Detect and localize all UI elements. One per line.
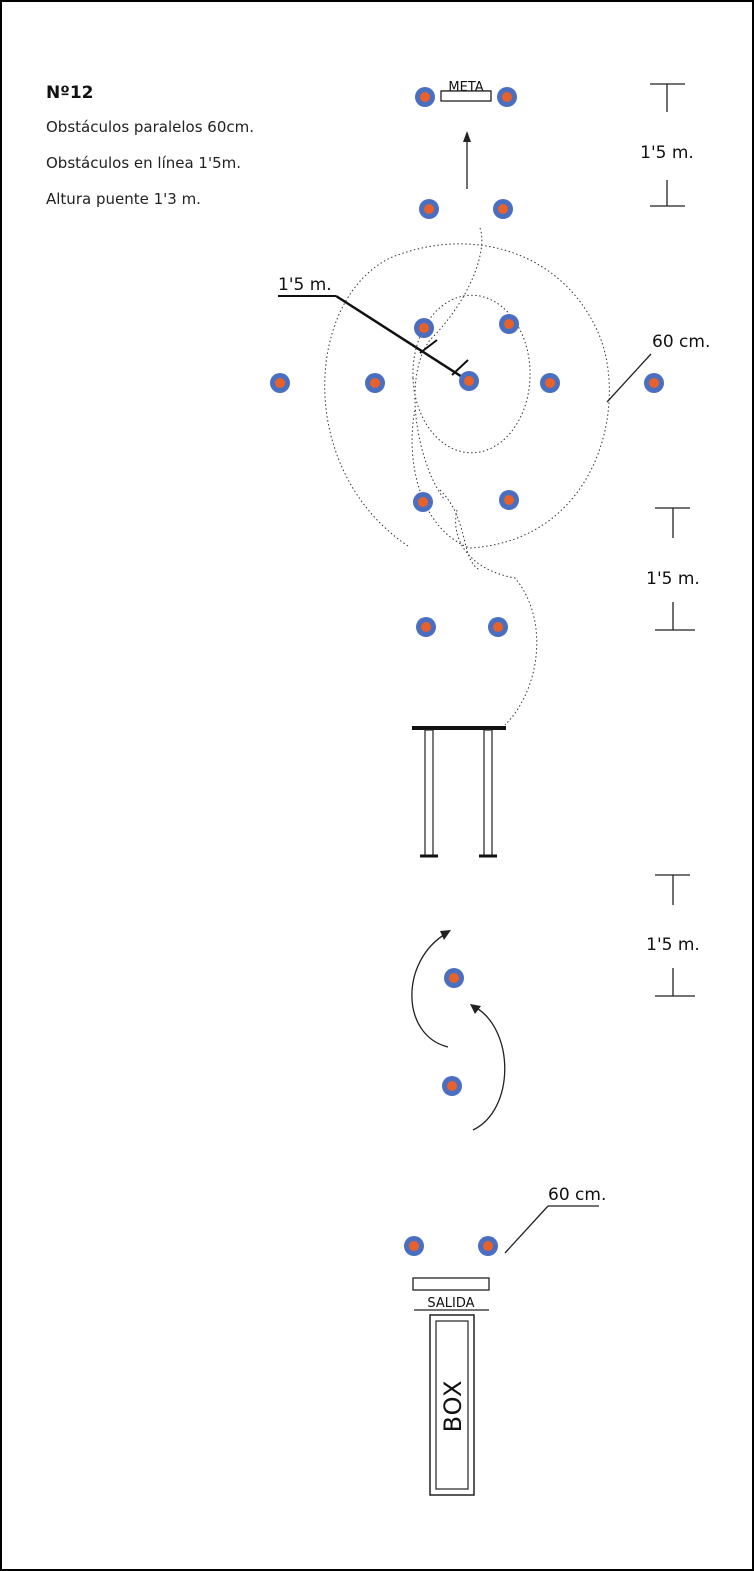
cone-row2-left xyxy=(419,199,439,219)
radius-label: 1'5 m. xyxy=(278,275,332,295)
arrow-head-meta xyxy=(463,131,471,142)
start-gap-leader xyxy=(504,1205,549,1254)
spacing-marker-bottom xyxy=(655,874,695,997)
curve-arrow-upper xyxy=(411,932,449,1048)
bridge-obstacle xyxy=(412,726,506,858)
cone-circle-top-right xyxy=(499,314,519,334)
cone-slalom-lower xyxy=(442,1076,462,1096)
circle-gap-label: 60 cm. xyxy=(652,332,710,352)
spacing-top-label: 1'5 m. xyxy=(640,143,694,163)
diagram-number: Nº12 xyxy=(46,83,93,103)
box-label: BOX xyxy=(439,1380,467,1433)
circle-gap-leader xyxy=(606,353,652,403)
cone-line-left xyxy=(365,373,385,393)
cone-meta-right xyxy=(497,87,517,107)
curve-arrow-upper-head xyxy=(440,930,451,940)
cone-pair-left xyxy=(416,617,436,637)
start-gap-label: 60 cm. xyxy=(548,1185,606,1205)
cone-pair-right xyxy=(488,617,508,637)
spacing-middle-label: 1'5 m. xyxy=(646,569,700,589)
radius-line xyxy=(335,294,471,384)
cone-row2-right xyxy=(493,199,513,219)
note-inline: Obstáculos en línea 1'5m. xyxy=(46,154,241,172)
cones-layer xyxy=(270,87,664,1256)
meta-finish-bar xyxy=(440,90,492,102)
spacing-marker-middle xyxy=(655,507,695,631)
path-from-meta-loop xyxy=(414,227,483,501)
spacing-marker-top xyxy=(650,83,685,207)
cone-slalom-upper xyxy=(444,968,464,988)
cone-circle-bottom-left xyxy=(413,492,433,512)
spacing-bottom-label: 1'5 m. xyxy=(646,935,700,955)
note-parallel: Obstáculos paralelos 60cm. xyxy=(46,118,254,136)
note-bridge-height: Altura puente 1'3 m. xyxy=(46,190,201,208)
cone-start-left xyxy=(404,1236,424,1256)
cone-start-right xyxy=(478,1236,498,1256)
cone-circle-top-left xyxy=(414,318,434,338)
box-outer xyxy=(429,1314,475,1496)
cone-meta-left xyxy=(415,87,435,107)
path-inner-circle xyxy=(412,294,531,454)
salida-start-bar xyxy=(412,1277,490,1291)
box-inner xyxy=(435,1320,469,1490)
curve-arrow-lower-head xyxy=(470,1004,481,1014)
radius-tick-2 xyxy=(451,359,469,376)
path-left-tail xyxy=(439,489,481,571)
cone-circle-bottom-right xyxy=(499,490,519,510)
cone-line-far-left xyxy=(270,373,290,393)
cone-line-far-right xyxy=(644,373,664,393)
cone-line-right xyxy=(540,373,560,393)
cone-center xyxy=(459,371,479,391)
curve-arrow-lower xyxy=(472,1006,506,1131)
radius-tick-1 xyxy=(419,339,438,354)
salida-label: SALIDA xyxy=(427,1296,474,1311)
